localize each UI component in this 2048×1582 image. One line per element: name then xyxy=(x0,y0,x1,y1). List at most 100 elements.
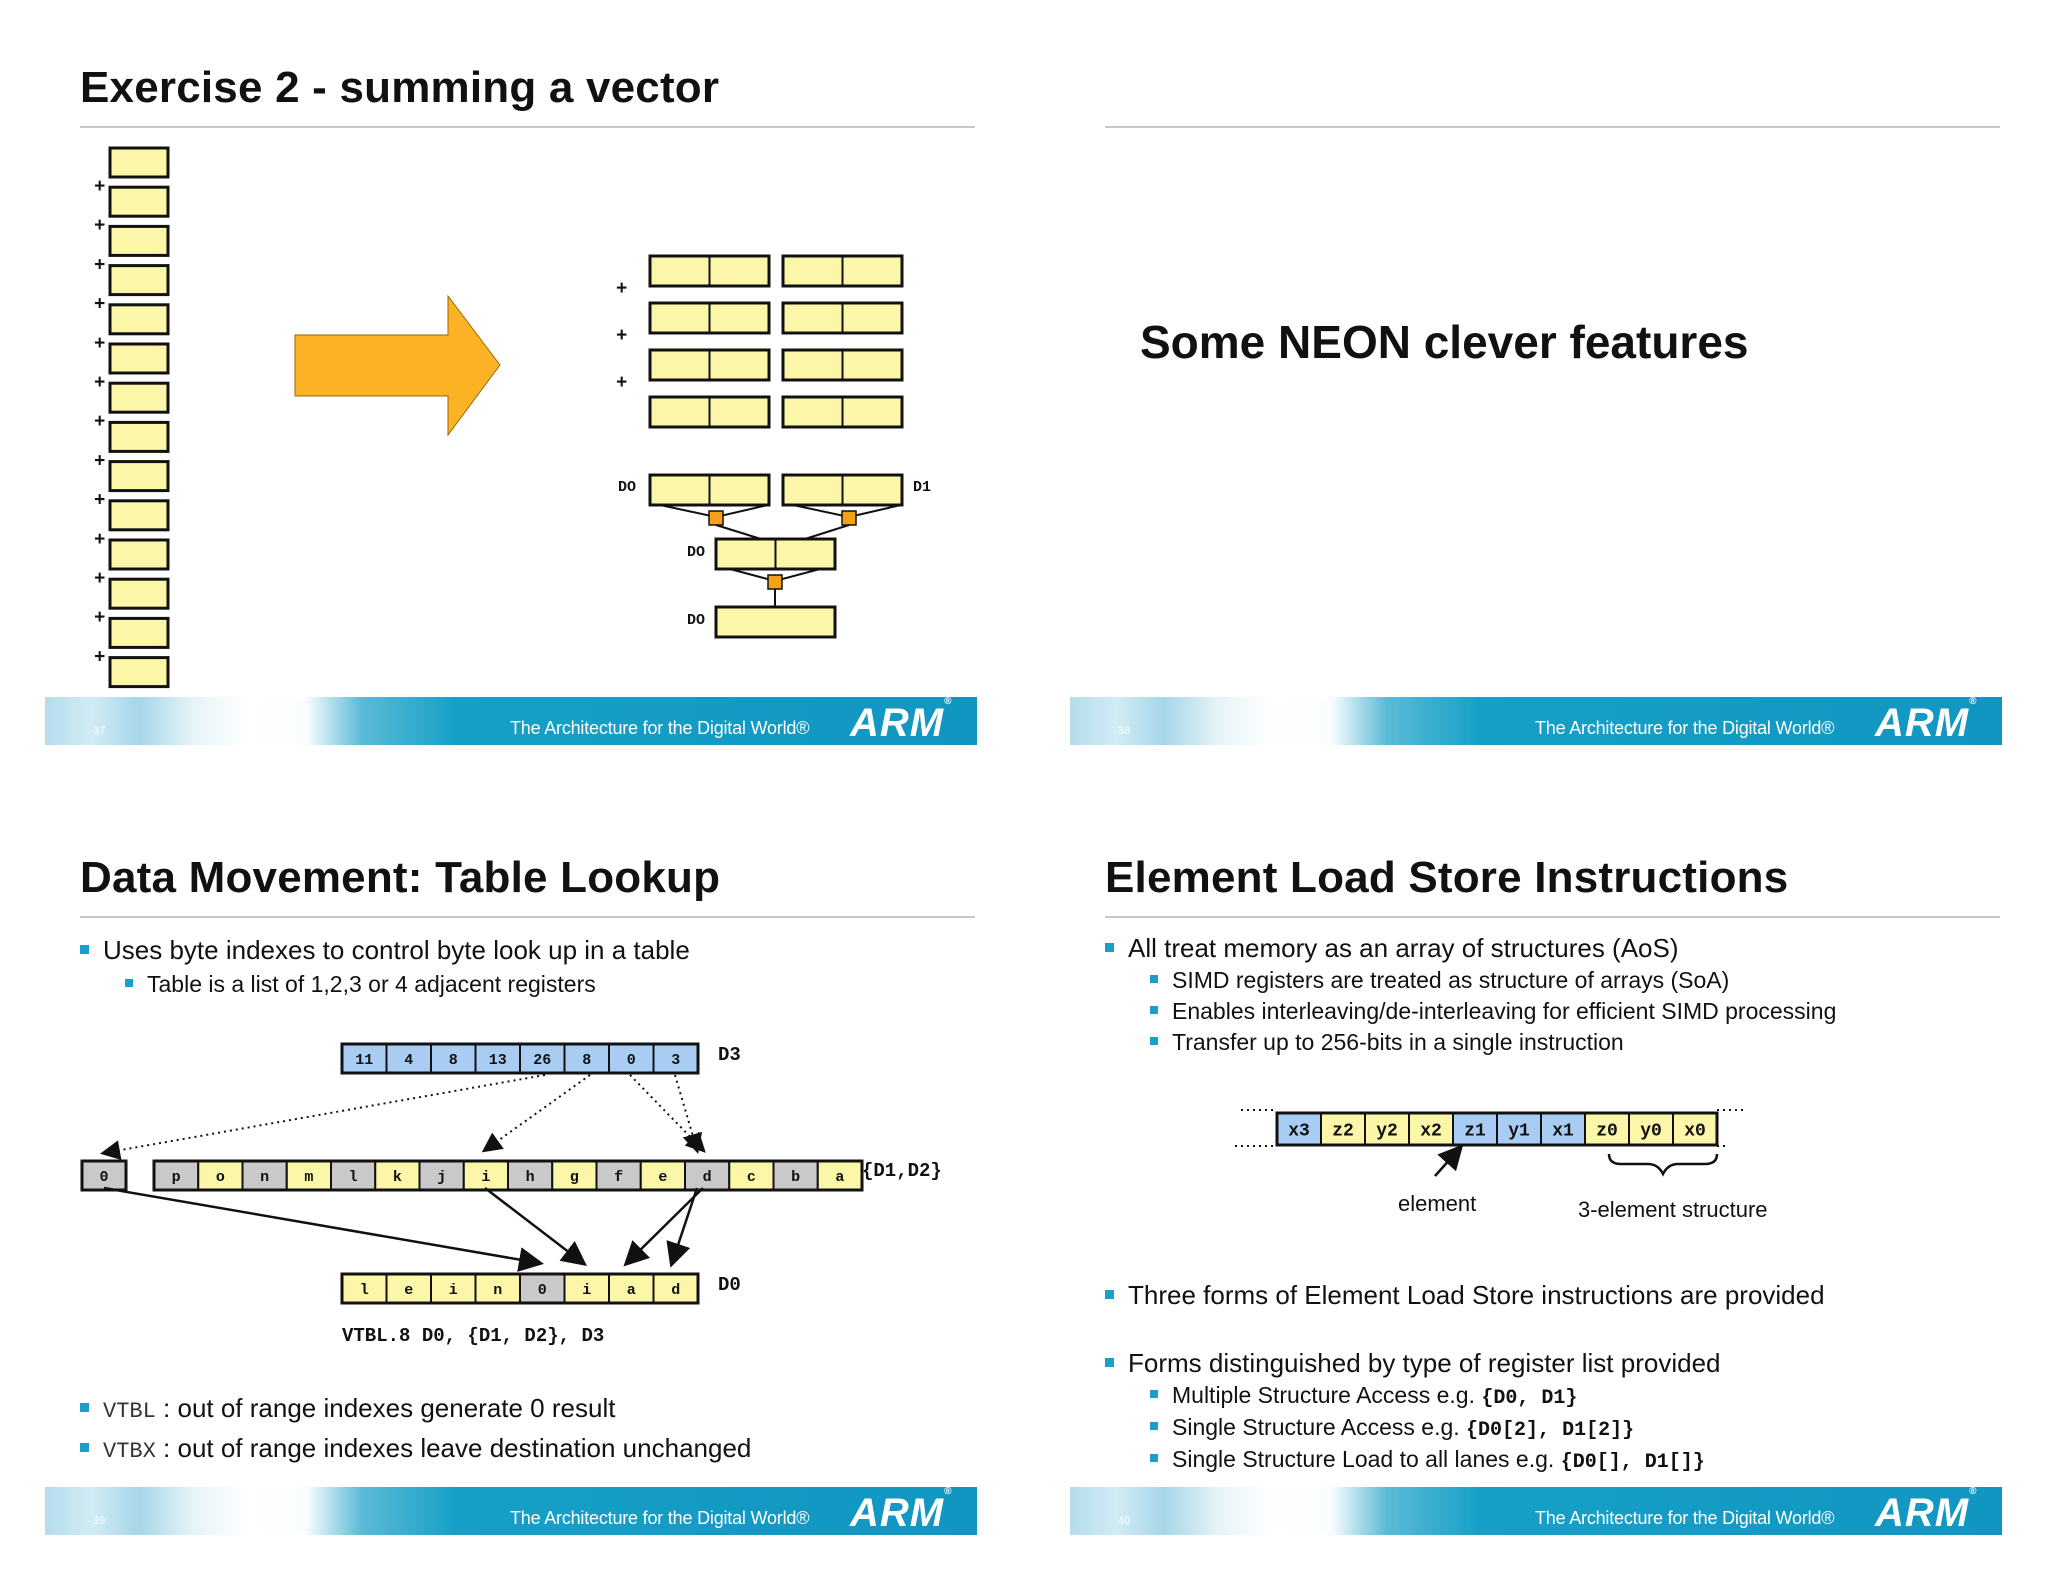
table-cell-text: k xyxy=(393,1169,402,1186)
plus-sign: + xyxy=(616,278,627,300)
table-cell-text: p xyxy=(172,1169,181,1186)
title-divider xyxy=(1105,126,2000,128)
index-cell xyxy=(430,1043,477,1074)
register-pair xyxy=(781,254,904,288)
register-pair xyxy=(714,537,837,571)
memory-cell xyxy=(1408,1112,1454,1146)
vector-element xyxy=(108,224,170,257)
sub-bullet-multiple: Multiple Structure Access e.g. {D0, D1} xyxy=(1150,1382,1577,1410)
label-d0: D0 xyxy=(718,1274,741,1296)
result-arrow-zero xyxy=(103,1186,544,1272)
vector-element xyxy=(108,342,170,375)
table-cell-text: h xyxy=(526,1169,535,1186)
arm-logo: ARM® xyxy=(850,695,953,745)
slide-title: Element Load Store Instructions xyxy=(1105,853,1789,902)
index-cell-text: 13 xyxy=(489,1052,507,1069)
vector-element xyxy=(108,656,170,689)
plus-sign: + xyxy=(616,372,627,394)
slide-footer: 37 The Architecture for the Digital Worl… xyxy=(45,695,977,745)
label-d1-d2: {D1,D2} xyxy=(862,1160,942,1182)
right-arrow-icon xyxy=(294,294,501,437)
plus-sign: + xyxy=(94,646,105,668)
slide-exercise-2: Exercise 2 - summing a vector ++++++++++… xyxy=(30,50,1030,770)
result-arrow-a xyxy=(623,1187,704,1267)
vector-element xyxy=(108,420,170,453)
sub-bullet-all-lanes: Single Structure Load to all lanes e.g. … xyxy=(1150,1446,1705,1474)
page-number: 37 xyxy=(93,725,106,737)
footer-tagline: The Architecture for the Digital World® xyxy=(1535,718,1835,738)
memory-cell-text: y0 xyxy=(1640,1121,1662,1141)
table-cell-text: c xyxy=(747,1169,756,1186)
register-pair xyxy=(648,254,771,288)
bullet-vtbx: VTBX : out of range indexes leave destin… xyxy=(80,1433,751,1464)
structure-brace xyxy=(1607,1153,1719,1177)
register-pair xyxy=(648,348,771,382)
table-cell-text: i xyxy=(481,1169,490,1186)
vector-column: +++++++++++++ xyxy=(94,146,170,689)
vector-element xyxy=(108,616,170,649)
vector-sum-diagram: +++++++++++++ +++ DO D1 DO DO xyxy=(94,146,931,689)
register-pair xyxy=(781,473,904,507)
bullet-vtbl: VTBL : out of range indexes generate 0 r… xyxy=(80,1393,615,1424)
memory-cell xyxy=(1672,1112,1718,1146)
page-number: 38 xyxy=(1118,725,1131,737)
index-arrow-3 xyxy=(674,1074,703,1154)
register-pair xyxy=(648,395,771,429)
result-cell-text: e xyxy=(404,1282,413,1299)
table-cell-text: l xyxy=(349,1169,358,1186)
label-d0-c: DO xyxy=(687,612,705,629)
vector-element xyxy=(108,303,170,336)
plus-sign: + xyxy=(94,294,105,316)
slide-footer: 38 The Architecture for the Digital Worl… xyxy=(1070,695,2002,745)
table-cell-text: d xyxy=(703,1169,712,1186)
sub-bullet-table-list: Table is a list of 1,2,3 or 4 adjacent r… xyxy=(125,971,596,998)
arm-logo: ARM® xyxy=(1875,695,1978,745)
result-cell-text: i xyxy=(582,1282,591,1299)
result-cell xyxy=(652,1273,699,1304)
memory-cell-text: z2 xyxy=(1332,1121,1354,1141)
footer-tagline: The Architecture for the Digital World® xyxy=(510,1508,810,1528)
element-label: element xyxy=(1398,1191,1476,1216)
page-number: 39 xyxy=(93,1515,106,1527)
sub-bullet-256-bits: Transfer up to 256-bits in a single inst… xyxy=(1150,1029,1624,1056)
arm-logo: ARM® xyxy=(1875,1485,1978,1535)
table-cell-text: o xyxy=(216,1169,225,1186)
bullet-byte-indexes: Uses byte indexes to control byte look u… xyxy=(80,935,690,966)
memory-cell-text: z0 xyxy=(1596,1121,1618,1141)
index-arrow-0 xyxy=(629,1074,706,1153)
result-cell-text: n xyxy=(493,1282,502,1299)
index-cell-text: 8 xyxy=(449,1052,458,1069)
index-arrow-out-of-range xyxy=(100,1074,546,1161)
add-node xyxy=(708,510,724,526)
memory-cell-text: x0 xyxy=(1684,1121,1706,1141)
plus-sign: + xyxy=(94,607,105,629)
vector-element xyxy=(108,185,170,218)
title-divider xyxy=(80,916,975,918)
table-cell-text: g xyxy=(570,1169,579,1186)
table-cell-text: j xyxy=(437,1169,446,1186)
result-arrow-d xyxy=(666,1187,699,1268)
plus-sign: + xyxy=(616,325,627,347)
register-pair xyxy=(781,395,904,429)
table-cell-text: e xyxy=(658,1169,667,1186)
label-d1: D1 xyxy=(913,479,931,496)
footer-tagline: The Architecture for the Digital World® xyxy=(1535,1508,1835,1528)
element-pointer-arrow xyxy=(1434,1144,1464,1177)
table-cell xyxy=(374,1160,421,1191)
memory-cell-text: x2 xyxy=(1420,1121,1442,1141)
index-cell-text: 26 xyxy=(533,1052,551,1069)
plus-sign: + xyxy=(94,490,105,512)
bullet-aos: All treat memory as an array of structur… xyxy=(1105,933,1679,964)
register-pair xyxy=(648,473,771,507)
plus-sign: + xyxy=(94,411,105,433)
plus-sign: + xyxy=(94,450,105,472)
sub-bullet-soa: SIMD registers are treated as structure … xyxy=(1150,967,1729,994)
vtbl-instruction: VTBL.8 D0, {D1, D2}, D3 xyxy=(342,1325,604,1347)
index-cell-text: 0 xyxy=(627,1052,636,1069)
vector-element xyxy=(108,460,170,493)
table-cell-text: m xyxy=(304,1169,313,1186)
result-arrow-i xyxy=(484,1187,587,1267)
result-cell-text: l xyxy=(360,1282,369,1299)
result-cell-text: i xyxy=(449,1282,458,1299)
